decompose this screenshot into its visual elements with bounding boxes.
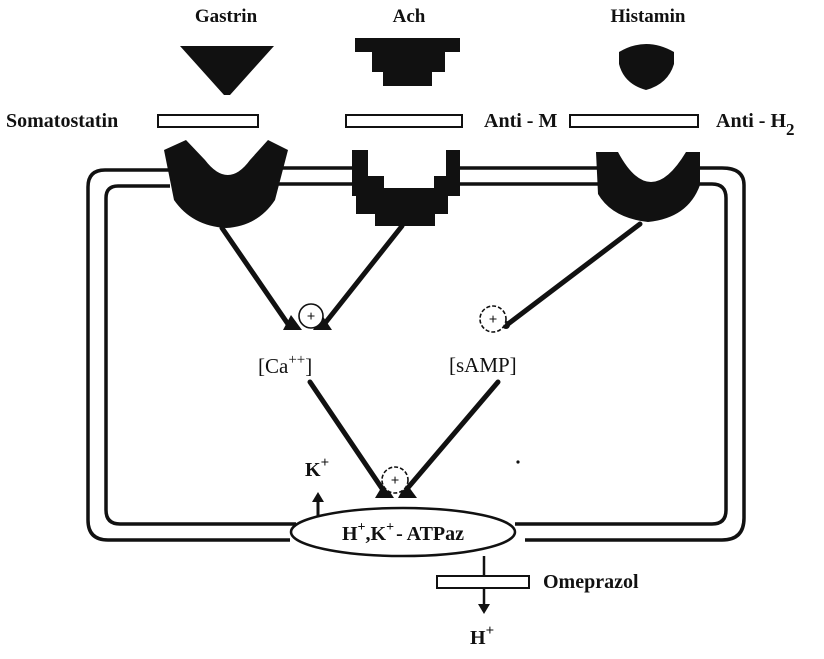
stimulation-sign-ca: + xyxy=(299,304,323,328)
histamin-receptor xyxy=(596,152,700,222)
anti-h2-label: Anti - H2 xyxy=(716,110,795,139)
ach-ligand-shape xyxy=(355,38,460,86)
omeprazol-label: Omeprazol xyxy=(543,571,639,593)
scan-speck xyxy=(516,460,519,463)
ach-label: Ach xyxy=(393,6,426,27)
k-plus-label: K+ xyxy=(305,455,329,481)
ach-receptor xyxy=(352,150,460,226)
anti-m-bar xyxy=(346,115,462,127)
plus-icon: + xyxy=(391,473,400,489)
h-plus-label: H+ xyxy=(470,623,494,649)
anti-h2-bar xyxy=(570,115,698,127)
stimulation-sign-pump: + xyxy=(382,467,408,493)
calcium-label: [Ca++] xyxy=(258,352,312,378)
gastrin-label: Gastrin xyxy=(195,6,258,27)
somatostatin-label: Somatostatin xyxy=(6,110,118,132)
samp-label: [sAMP] xyxy=(449,353,517,377)
histamin-label: Histamin xyxy=(611,6,686,27)
stimulation-sign-samp: + xyxy=(480,306,506,332)
histamin-ligand-shape xyxy=(619,44,674,90)
k-plus-arrowhead xyxy=(312,492,324,502)
gastrin-ligand-shape xyxy=(180,46,274,95)
plus-icon: + xyxy=(307,309,316,325)
h-plus-arrowhead xyxy=(478,604,490,614)
gastrin-receptor xyxy=(164,140,288,228)
anti-m-label: Anti - M xyxy=(484,110,557,132)
somatostatin-bar xyxy=(158,115,258,127)
plus-icon: + xyxy=(489,312,498,328)
omeprazol-bar xyxy=(437,576,529,588)
